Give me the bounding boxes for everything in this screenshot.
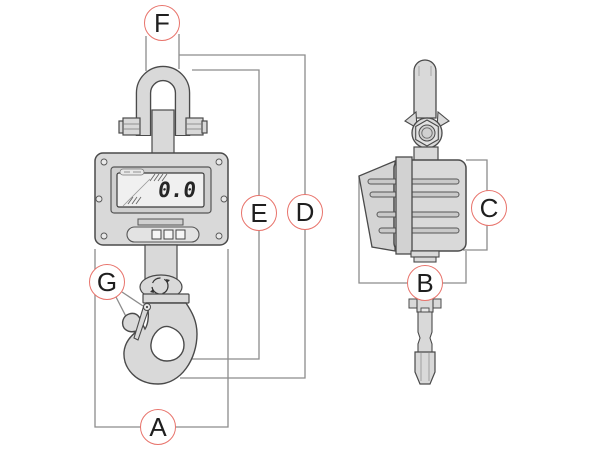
pin-end [411, 117, 443, 149]
pin-wing-right [436, 110, 450, 129]
screw-icon [100, 232, 108, 240]
lcd-panel [116, 172, 205, 208]
shackle-pin [118, 117, 208, 136]
dimension-label-e: E [241, 195, 277, 231]
screw-icon [220, 195, 228, 203]
rotate-swivel-icon [150, 277, 170, 295]
vent-slot [367, 178, 460, 185]
mounting-strap [395, 156, 413, 255]
dimension-label-a: A [140, 409, 176, 445]
keypad-buttons [151, 229, 186, 240]
lower-flange-narrow [413, 256, 437, 263]
dimension-label-g: G [89, 264, 125, 300]
side-view [358, 59, 467, 385]
screw-icon [215, 158, 223, 166]
pin-nut-left [122, 117, 141, 136]
hatch-top [149, 173, 168, 182]
lcd-value: 0.0 [156, 178, 198, 202]
pin-nut-flats [123, 123, 203, 130]
pin-wing-left [404, 110, 418, 129]
pin-nut-right [185, 117, 204, 136]
shackle-bar-shading [418, 66, 432, 76]
rotate-arrowhead-bottom [150, 289, 154, 293]
hatch-diagonal [122, 178, 151, 207]
screw-icon [100, 158, 108, 166]
hook-side-blade-shading [420, 353, 430, 381]
hook-body [121, 302, 198, 385]
housing-screws [95, 158, 228, 240]
hook [121, 293, 198, 385]
pin-washer-right [201, 120, 208, 134]
hook-side-shank [417, 311, 433, 353]
hatch-bottom [127, 196, 142, 205]
shackle-bow [135, 65, 191, 136]
side-plate [358, 160, 396, 252]
keypad-button [151, 229, 162, 240]
vent-slot [369, 191, 460, 198]
screw-icon [215, 232, 223, 240]
dimension-label-f: F [144, 5, 180, 41]
rotate-arrowhead-top [166, 279, 170, 283]
side-upper-shaft [413, 146, 439, 162]
front-view [94, 65, 229, 385]
lower-flange-wide [410, 250, 440, 258]
dimension-label-d: D [287, 194, 323, 230]
vent-slot [378, 227, 460, 234]
keypad-ledge [137, 218, 184, 226]
keypad-button [163, 229, 174, 240]
pin-bolt-inner [421, 127, 433, 139]
screw-icon [95, 195, 103, 203]
keypad-pill [126, 226, 200, 243]
vent-slot [376, 211, 460, 218]
hook-side-profile [408, 296, 442, 385]
upper-shaft [151, 109, 175, 156]
brand-badge [119, 168, 145, 176]
dim-g-leader-upper [121, 291, 144, 307]
hook-shank-block [142, 293, 190, 304]
shackle-bow-body [137, 67, 189, 135]
hook-side-tab-right [432, 298, 442, 309]
hook-side-blade [414, 351, 436, 385]
dimension-label-b: B [407, 265, 443, 301]
lcd-reflection-hatches [122, 173, 168, 207]
hook-side-tab-left [408, 298, 418, 309]
pin-bolt-outer [418, 124, 436, 142]
brand-mark [119, 168, 145, 176]
keypad-button [175, 229, 186, 240]
rotate-circle [151, 277, 169, 295]
latch-pivot-center [145, 305, 149, 309]
dimension-label-c: C [471, 190, 507, 226]
shackle-bar-side [413, 59, 437, 119]
